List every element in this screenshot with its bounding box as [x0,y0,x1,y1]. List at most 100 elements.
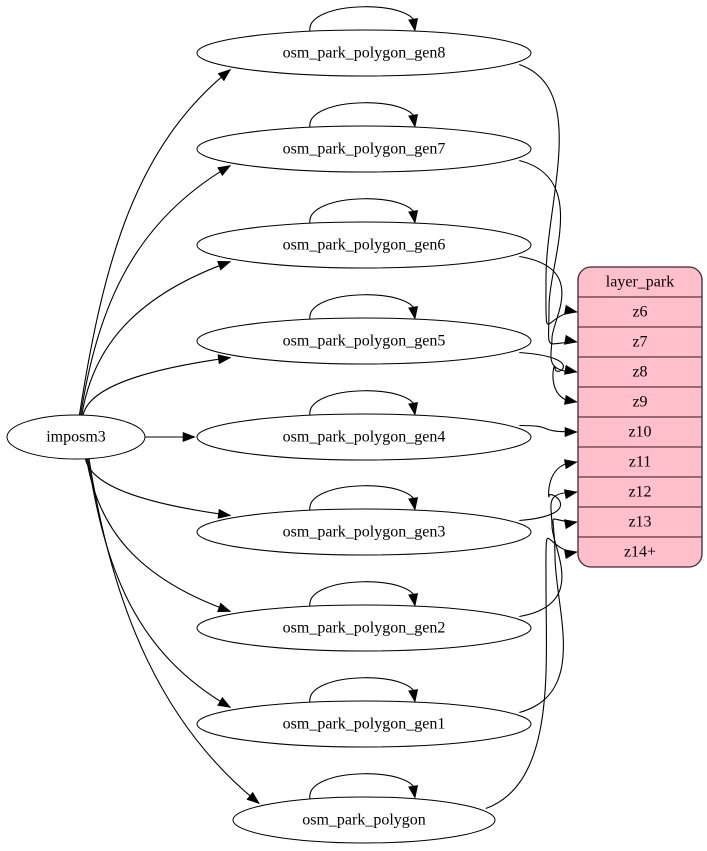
edge-gen7-to-z7 [519,159,578,345]
node-imposm3[interactable]: imposm3 [6,414,146,460]
table-row-label-z12: z12 [628,484,651,501]
self-loop-gen1 [309,677,416,704]
edge-base-to-z14+ [485,537,578,810]
arrowhead-gen3-to-z11 [564,459,578,470]
self-loop-gen7 [309,102,416,129]
node-base-shape[interactable] [232,796,496,844]
edge-gen3-to-z11 [519,461,578,522]
table-row-z9[interactable] [578,386,702,418]
node-gen5-shape[interactable] [196,317,532,365]
edge-imposm3-to-gen7 [79,165,231,417]
table-row-z10[interactable] [578,416,702,448]
node-gen5[interactable]: osm_park_polygon_gen5 [196,317,532,365]
node-gen8[interactable]: osm_park_polygon_gen8 [196,29,532,77]
table-row-label-z9: z9 [632,394,647,411]
edge-imposm3-to-gen8 [78,69,231,417]
node-imposm3-shape[interactable] [6,414,146,460]
table-row-label-z11: z11 [629,454,652,471]
node-gen2-shape[interactable] [196,604,532,652]
edge-gen2-to-z12 [519,491,578,618]
arrowhead-gen4-to-z10 [564,426,578,438]
arrowhead-self-loop-gen7 [408,114,419,128]
node-gen4[interactable]: osm_park_polygon_gen4 [196,413,532,461]
node-gen3-shape[interactable] [196,508,532,556]
arrowhead-imposm3-to-gen4 [182,431,196,443]
node-gen2[interactable]: osm_park_polygon_gen2 [196,604,532,652]
arrowhead-self-loop-gen8 [408,18,419,32]
node-gen3[interactable]: osm_park_polygon_gen3 [196,508,532,556]
arrowhead-imposm3-to-gen2 [217,602,232,613]
node-gen7-label: osm_park_polygon_gen7 [283,141,446,158]
arrowhead-imposm3-to-gen3 [217,508,232,519]
table-outline [577,266,703,568]
node-gen1-label: osm_park_polygon_gen1 [283,716,446,733]
arrowhead-imposm3-to-gen8 [217,69,232,82]
self-loop-gen4 [309,390,416,417]
node-gen1-shape[interactable] [196,700,532,748]
arrowhead-imposm3-to-gen1 [217,696,232,708]
table-row-label-z14+: z14+ [624,544,656,561]
arrowhead-self-loop-gen1 [408,689,419,703]
arrowhead-gen5-to-z9 [564,394,578,405]
nodes-layer: osm_park_polygon_gen8 osm_park_polygon_ge… [6,29,532,844]
node-gen6-shape[interactable] [196,221,532,269]
arrowhead-imposm3-to-gen6 [217,260,232,271]
edge-imposm3-to-gen1 [87,457,231,708]
self-loop-gen5 [309,294,416,321]
layer-park-table [578,267,702,567]
arrowhead-gen1-to-z13 [564,519,578,530]
table-row-label-z7: z7 [632,334,647,351]
node-imposm3-label: imposm3 [46,429,106,446]
table-row-z6[interactable] [578,296,702,328]
self-loop-gen8 [309,6,416,33]
arrowhead-self-loop-base [408,785,419,799]
node-gen7-shape[interactable] [196,125,532,173]
node-gen3-label: osm_park_polygon_gen3 [283,524,446,541]
node-gen4-label: osm_park_polygon_gen4 [283,429,446,446]
arrowhead-self-loop-gen4 [408,402,419,416]
node-base[interactable]: osm_park_polygon [232,796,496,844]
arrowhead-imposm3-to-gen7 [217,165,232,177]
self-loop-base [309,773,416,800]
node-gen6[interactable]: osm_park_polygon_gen6 [196,221,532,269]
table-row-z8[interactable] [578,356,702,388]
edge-imposm3-to-gen6 [81,261,231,417]
node-gen8-label: osm_park_polygon_gen8 [283,45,446,62]
arrowhead-self-loop-gen6 [408,210,419,224]
node-gen1[interactable]: osm_park_polygon_gen1 [196,700,532,748]
edge-gen1-to-z13 [519,518,578,714]
arrowhead-self-loop-gen5 [408,306,419,320]
arrowhead-gen6-to-z8 [564,364,578,375]
table-row-label-z13: z13 [628,514,651,531]
edge-gen6-to-z8 [519,255,578,373]
table-row-z14+[interactable] [578,536,702,567]
arrowhead-gen2-to-z12 [564,489,578,500]
arrowhead-gen8-to-z6 [564,304,578,315]
node-gen7[interactable]: osm_park_polygon_gen7 [196,125,532,173]
table-row-label-z8: z8 [632,364,647,381]
arrowhead-self-loop-gen3 [408,497,419,511]
self-loop-gen2 [309,581,416,608]
arrowhead-imposm3-to-base [246,791,260,804]
node-base-label: osm_park_polygon [302,812,426,829]
node-gen5-label: osm_park_polygon_gen5 [283,333,446,350]
node-gen2-label: osm_park_polygon_gen2 [283,620,446,637]
self-loop-gen6 [309,198,416,225]
edges-layer [78,6,578,810]
node-gen4-shape[interactable] [196,413,532,461]
edge-imposm3-to-base [88,457,260,804]
arrowhead-self-loop-gen2 [408,593,419,607]
node-gen8-shape[interactable] [196,29,532,77]
arrowhead-imposm3-to-gen5 [217,354,232,365]
table-row-z12[interactable] [578,476,702,508]
table-header-label: layer_park [606,274,674,291]
edge-imposm3-to-gen3 [84,457,231,516]
self-loop-gen3 [309,485,416,512]
edge-gen5-to-z9 [519,351,578,403]
edge-gen8-to-z6 [519,63,578,325]
arrowhead-base-to-z14+ [564,549,578,560]
table-row-label-z6: z6 [632,304,647,321]
